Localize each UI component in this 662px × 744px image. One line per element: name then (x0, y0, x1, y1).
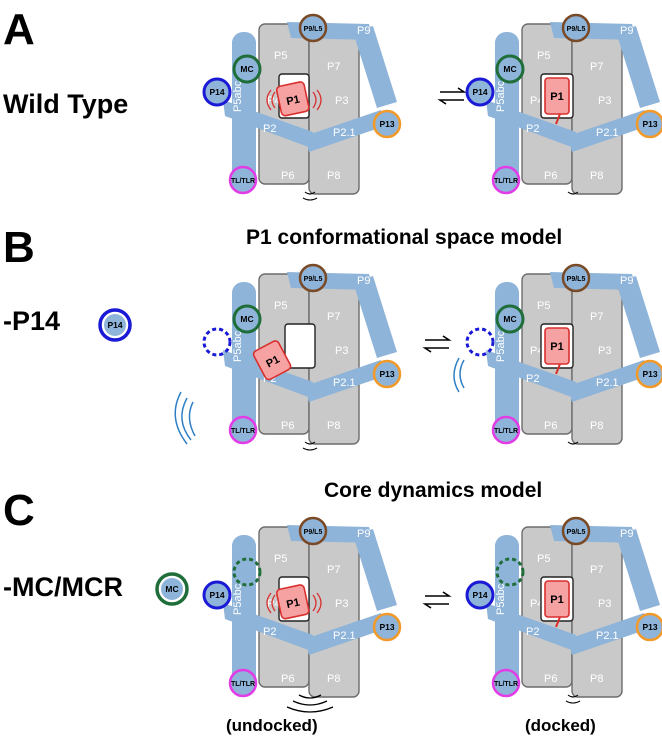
panel-b-title: P1 conformational space model (246, 226, 562, 249)
p14-node (202, 580, 232, 610)
p1-label: P1 (550, 341, 563, 353)
mc-node-absent (495, 557, 525, 587)
p1-label: P1 (550, 594, 563, 606)
p14-node (465, 580, 495, 610)
panel-letter-a: A (3, 5, 35, 54)
p14-node-label: P14 (472, 590, 487, 600)
equilibrium-arrow-a (437, 87, 467, 105)
row-label-p14: -P14 (3, 306, 60, 336)
mc-badge-label: MC (165, 584, 178, 594)
mc-node-label: MC (240, 314, 253, 324)
p1-helix: P1 (544, 327, 570, 375)
p14-node-absent (465, 327, 495, 357)
p1-helix: P1 (544, 77, 570, 125)
mc-node-label: MC (503, 64, 516, 74)
panel-letter-b: B (3, 223, 35, 272)
p14-node (465, 77, 495, 107)
mc-node-absent (232, 557, 262, 587)
p14-node-label: P14 (209, 87, 224, 97)
diagram-a-undocked: MC P14 P1 (202, 13, 402, 201)
p14-node-label: P14 (209, 590, 224, 600)
panel-letter-c: C (3, 486, 35, 535)
diagram-c-docked: P14 P1 (465, 516, 662, 704)
state-label-docked: (docked) (525, 716, 596, 735)
mc-node (495, 304, 525, 334)
p14-badge-label: P14 (107, 320, 122, 330)
p14-badge: P14 (98, 308, 132, 342)
state-label-undocked: (undocked) (226, 716, 318, 735)
mc-node (232, 54, 262, 84)
p1-helix: P1 (544, 580, 570, 628)
p1-helix: P1 (252, 340, 292, 381)
equilibrium-arrow-c (422, 591, 452, 609)
p14-node-absent (202, 327, 232, 357)
p1-helix: P1 (275, 584, 310, 620)
mc-node-label: MC (503, 314, 516, 324)
p1-label: P1 (550, 91, 563, 103)
p1-label: P1 (285, 597, 301, 612)
p14-node-label: P14 (472, 87, 487, 97)
panel-c-title: Core dynamics model (324, 479, 542, 502)
mc-node (495, 54, 525, 84)
diagram-a-docked: MC P14 P1 (465, 13, 662, 196)
diagram-b-docked: MC P1 (453, 263, 662, 446)
mc-node-label: MC (240, 64, 253, 74)
diagram-b-undocked: MC P1 (174, 263, 402, 451)
row-label-wild-type: Wild Type (3, 89, 128, 119)
p14-node (202, 77, 232, 107)
equilibrium-arrow-b (422, 335, 452, 353)
mc-badge: MC (155, 572, 189, 606)
row-label-mc-mcr: -MC/MCR (3, 572, 123, 602)
mc-node (232, 304, 262, 334)
diagram-c-undocked: P14 P1 (202, 516, 402, 713)
p1-label: P1 (264, 354, 282, 371)
p1-helix: P1 (275, 81, 310, 117)
p1-label: P1 (285, 94, 301, 109)
